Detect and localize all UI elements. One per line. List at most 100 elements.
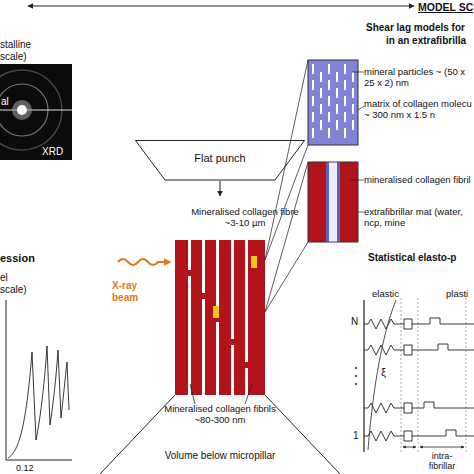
figure-label: 1	[353, 430, 359, 442]
mineral-platelet	[320, 72, 322, 82]
mineral-platelet	[352, 72, 354, 82]
node-text: matrix of collagen molecu ~ 300 nm x 1.5…	[364, 98, 474, 120]
fibril-node: mineralised collagen fibrilextrafibrilla…	[308, 162, 358, 242]
figure-label: al	[1, 96, 9, 108]
leader-line	[352, 72, 364, 73]
mineral-platelet	[312, 96, 314, 106]
mineral-platelet	[328, 128, 330, 138]
figure-label: intra- fibrillar	[420, 451, 464, 471]
node-text: extrafibrillar mat (water, ncp, mine	[364, 206, 474, 228]
distribution-curve	[368, 300, 396, 450]
xrd-spot	[17, 105, 27, 115]
spring-element	[364, 430, 474, 441]
plot-axes	[6, 300, 72, 460]
figure-label: stalline	[0, 39, 31, 51]
node-text: mineralised collagen fibril	[364, 174, 474, 185]
leader-line	[358, 106, 364, 110]
zoom-connector	[265, 60, 308, 260]
figure-label: N	[351, 316, 358, 328]
column-separator	[466, 298, 467, 452]
punch-node: Flat punch	[135, 140, 305, 180]
node-text: Mineralised collagen fibrils ~80-300 nm	[155, 403, 285, 425]
load-curve	[8, 346, 69, 458]
figure-label: Shear lag models for	[366, 22, 465, 34]
leader-line	[245, 384, 252, 404]
substrate-outline	[100, 395, 340, 474]
probed-volume	[251, 256, 257, 268]
figure-label: ξ	[381, 366, 386, 378]
fibre-body	[175, 240, 265, 395]
mineral-platelet	[352, 88, 354, 98]
punch-outline	[136, 141, 305, 181]
figure-label: MODEL SC	[418, 1, 473, 13]
column-separator	[418, 298, 419, 452]
matrix-box	[308, 60, 358, 145]
probed-volume	[213, 306, 219, 318]
figure-label: scale)	[0, 51, 27, 63]
xrd-streak	[0, 109, 72, 110]
scale-arrow	[28, 6, 414, 7]
figure-label: plasti	[446, 288, 468, 300]
figure-label: scale)	[0, 284, 27, 296]
mineral-platelet	[344, 64, 346, 74]
figure-label: X-ray beam	[112, 280, 158, 304]
node-shape	[175, 240, 265, 395]
figure-label: el	[0, 272, 8, 284]
xray-beam	[118, 259, 170, 265]
mineral-platelet	[344, 128, 346, 138]
node-shape	[308, 60, 358, 145]
fibril-box	[308, 162, 358, 242]
node-text: Volume below micropillar	[120, 450, 320, 461]
base-node: Mineralised collagen fibrils ~80-300 nm V…	[100, 395, 340, 474]
mineral-platelet	[312, 128, 314, 138]
node-text: Flat punch	[135, 153, 305, 164]
mineral-platelet	[328, 96, 330, 106]
range-arrow	[403, 447, 416, 448]
mineral-platelet	[352, 120, 354, 130]
leader-line	[350, 180, 364, 181]
extrafibrillar-band	[326, 163, 340, 242]
node-text: Mineralised collagen fibre ~3-10 µm	[185, 206, 305, 228]
fibril-stripe	[202, 299, 205, 395]
xrd-glow	[12, 100, 32, 120]
spring-element	[364, 318, 474, 329]
figure-label: 0.12	[16, 462, 34, 474]
fibril-stripe	[245, 240, 248, 362]
mineral-platelet	[320, 104, 322, 114]
figure-label: XRD	[42, 146, 63, 158]
mineral-platelet	[328, 80, 330, 90]
mineral-platelet	[344, 96, 346, 106]
leader-line	[190, 384, 195, 404]
fibril-stripe	[188, 240, 191, 270]
leader-line	[358, 212, 364, 213]
mineral-node: mineral particles ~ (50 x 25 x 2) nmmatr…	[308, 60, 358, 145]
mineral-platelet	[312, 80, 314, 90]
mineral-platelet	[312, 64, 314, 74]
load-arrow	[220, 181, 221, 196]
mineral-platelet	[320, 120, 322, 130]
mineral-platelet	[328, 112, 330, 122]
fibril-stripe	[245, 368, 248, 395]
fibril-stripe	[188, 276, 191, 395]
spring-element	[364, 402, 474, 413]
fibril-stripe	[231, 240, 234, 339]
mineral-platelet	[320, 88, 322, 98]
ellipsis-dot	[355, 375, 357, 377]
fibril-stripe	[202, 240, 205, 293]
figure-label: elastic	[372, 288, 399, 300]
zoom-connector	[265, 162, 308, 312]
mineral-platelet	[344, 112, 346, 122]
mineral-platelet	[336, 72, 338, 82]
mineral-platelet	[336, 120, 338, 130]
mineral-platelet	[328, 64, 330, 74]
node-shape	[308, 162, 358, 242]
mineral-platelet	[336, 88, 338, 98]
model-wall	[363, 300, 364, 452]
figure-label: ession	[0, 252, 35, 264]
figure-label: Statistical elasto-p	[368, 252, 456, 264]
